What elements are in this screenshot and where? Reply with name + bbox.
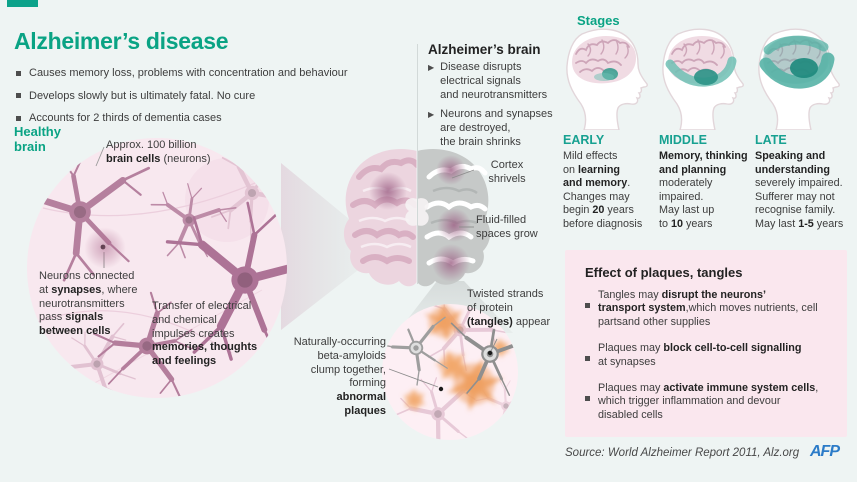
bullet-square-icon: [16, 70, 21, 76]
neurons-illustration: [27, 138, 287, 398]
effects-bullet-text: Tangles may disrupt the neurons’transpor…: [598, 289, 818, 328]
bullet-square-icon: [585, 356, 590, 362]
corner-accent-bar: [7, 0, 38, 7]
plaques-tangles-circle: [382, 304, 518, 440]
effects-box: Effect of plaques, tangles Tangles may d…: [565, 250, 847, 437]
afp-logo: AFP: [810, 443, 840, 460]
stage-late-name: LATE: [755, 133, 787, 147]
effects-box-title: Effect of plaques, tangles: [585, 265, 743, 280]
bullet-square-icon: [16, 115, 21, 121]
effects-bullet-text: Plaques may block cell-to-cell signallin…: [598, 342, 802, 368]
bullet-square-icon: [16, 93, 21, 99]
head-silhouette-late: [758, 28, 840, 130]
intro-bullet-row: Accounts for 2 thirds of dementia cases: [16, 107, 348, 130]
intro-bullet-text: Accounts for 2 thirds of dementia cases: [29, 112, 222, 124]
stage-middle-name: MIDDLE: [659, 133, 707, 147]
arrow-bullet-icon: ▶: [428, 110, 435, 120]
arrow-bullet-icon: ▶: [428, 63, 435, 72]
alzheimers-brain-title: Alzheimer’s brain: [428, 42, 541, 57]
healthy-brain-circle: [27, 138, 287, 398]
effects-bullet-text: Plaques may activate immune system cells…: [598, 382, 819, 421]
plaque-pointer-dot-icon: [438, 386, 444, 392]
source-credit: Source: World Alzheimer Report 2011, Alz…: [565, 447, 800, 459]
effects-bullet: Plaques may activate immune system cells…: [585, 382, 829, 422]
head-silhouette-middle: [662, 28, 744, 130]
intro-bullet-text: Develops slowly but is ultimately fatal.…: [29, 89, 256, 102]
intro-bullet-list: Causes memory loss, problems with concen…: [16, 62, 348, 130]
intro-bullet-text: Causes memory loss, problems with concen…: [29, 67, 348, 79]
page-title: Alzheimer’s disease: [14, 28, 229, 54]
intro-bullet-row: Causes memory loss, problems with concen…: [16, 62, 348, 85]
effects-bullet: Tangles may disrupt the neurons’transpor…: [585, 289, 829, 329]
bullet-square-icon: [585, 396, 590, 402]
stage-early-name: EARLY: [563, 133, 605, 147]
intro-bullet-row: Develops slowly but is ultimately fatal.…: [16, 85, 348, 108]
tangle-pointer-dot-icon: [487, 350, 493, 356]
effects-bullet: Plaques may block cell-to-cell signallin…: [585, 342, 829, 369]
stages-label: Stages: [577, 13, 620, 28]
bullet-square-icon: [585, 303, 590, 308]
synapse-glow: [84, 227, 126, 269]
head-silhouette-early: [566, 28, 648, 130]
